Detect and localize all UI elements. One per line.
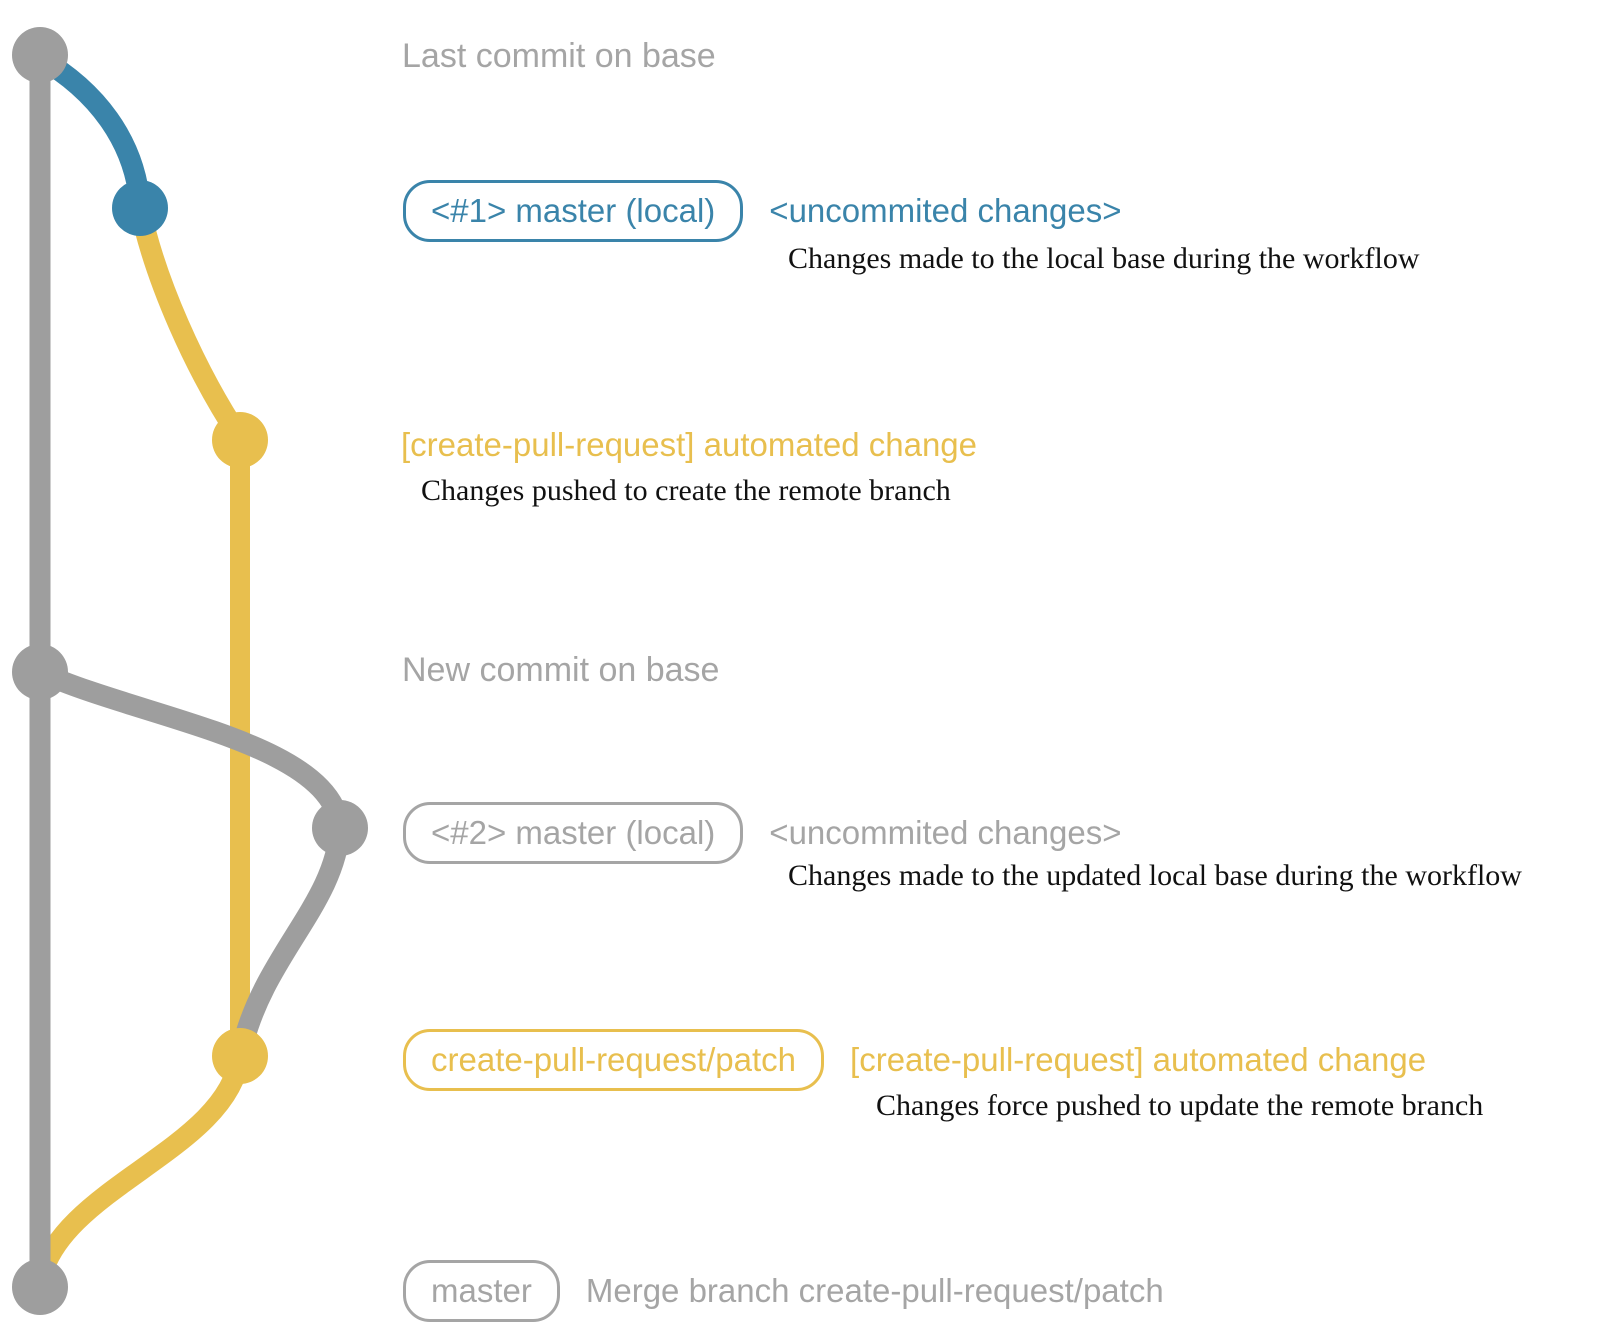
commit-dot-merge bbox=[12, 1259, 68, 1315]
local-branch-curve-2-in bbox=[231, 817, 351, 1059]
description-push-1: Changes pushed to create the remote bran… bbox=[421, 474, 951, 507]
badge-master: master bbox=[403, 1260, 560, 1322]
row-local-2: <#2> master (local) <uncommited changes> bbox=[403, 802, 1122, 864]
commit-dot-patch-1 bbox=[212, 412, 268, 468]
commit-dot-new-base bbox=[12, 644, 68, 700]
description-local-2: Changes made to the updated local base d… bbox=[788, 859, 1522, 892]
badge-create-pull-request-patch: create-pull-request/patch bbox=[403, 1029, 825, 1091]
commit-graph bbox=[12, 27, 368, 1315]
commit-dot-last-base bbox=[12, 27, 68, 83]
patch-branch-curve-top bbox=[129, 197, 251, 449]
patch-branch-curve-bottom bbox=[29, 1045, 251, 1293]
note-uncommited-changes-1: <uncommited changes> bbox=[769, 192, 1122, 229]
local-branch-curve-2-out bbox=[29, 661, 351, 839]
description-force-push: Changes force pushed to update the remot… bbox=[876, 1089, 1484, 1122]
row-merge: master Merge branch create-pull-request/… bbox=[403, 1260, 1164, 1322]
local-branch-curve-1 bbox=[29, 47, 151, 216]
row-local-1: <#1> master (local) <uncommited changes> bbox=[403, 180, 1122, 242]
row-force-push: create-pull-request/patch [create-pull-r… bbox=[403, 1029, 1426, 1091]
badge-master-local-2: <#2> master (local) bbox=[403, 802, 744, 864]
badge-master-local-1: <#1> master (local) bbox=[403, 180, 744, 242]
label-new-commit-on-base: New commit on base bbox=[402, 651, 720, 689]
commit-dot-patch-2 bbox=[212, 1028, 268, 1084]
commit-dot-local-1 bbox=[112, 180, 168, 236]
description-local-1: Changes made to the local base during th… bbox=[788, 242, 1420, 275]
label-last-commit-on-base: Last commit on base bbox=[402, 37, 716, 75]
note-uncommited-changes-2: <uncommited changes> bbox=[769, 814, 1122, 851]
note-merge-branch: Merge branch create-pull-request/patch bbox=[585, 1272, 1164, 1309]
note-automated-change-1: [create-pull-request] automated change bbox=[401, 426, 978, 463]
commit-dot-local-2 bbox=[312, 800, 368, 856]
note-automated-change-2: [create-pull-request] automated change bbox=[850, 1041, 1427, 1078]
